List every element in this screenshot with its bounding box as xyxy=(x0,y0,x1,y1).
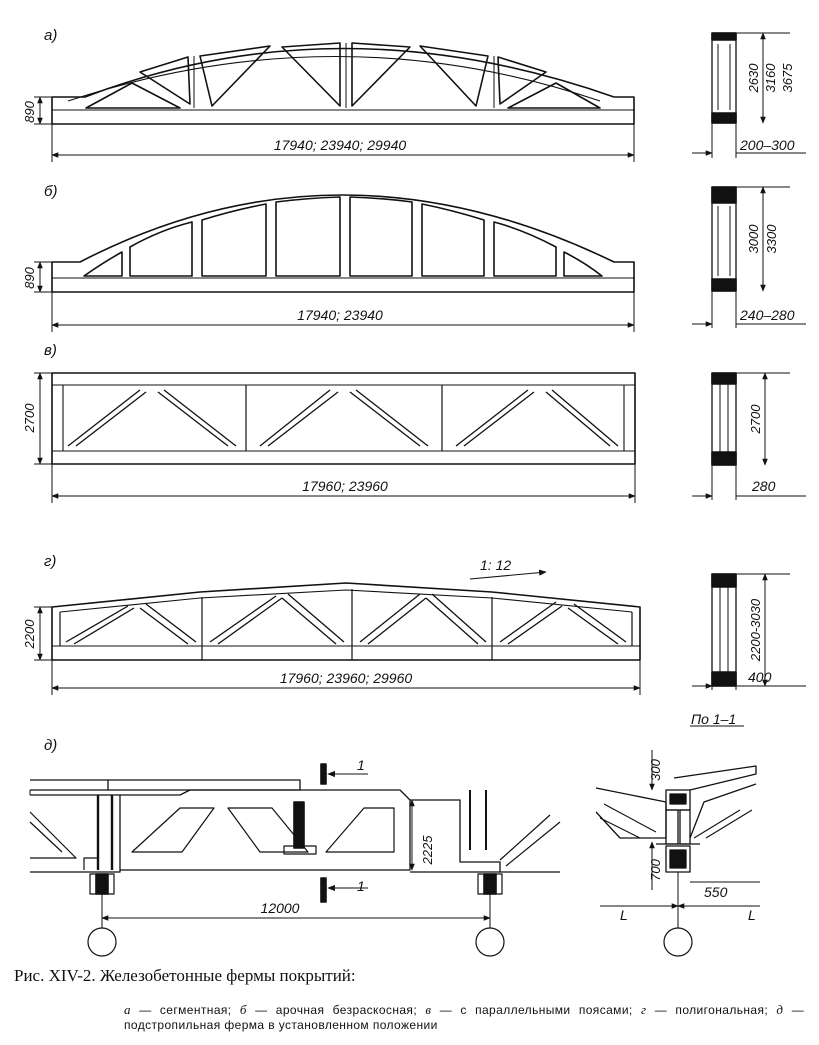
figure-caption-legend: а — сегментная; б — арочная безраскосная… xyxy=(124,1002,804,1033)
legend-letter-d: д xyxy=(776,1002,784,1017)
truss-g-polygonal xyxy=(51,569,737,687)
section-g-width: 400 xyxy=(748,669,772,685)
legend-letter-a: а xyxy=(124,1002,131,1017)
dims-a xyxy=(34,32,806,162)
height-b: 890 xyxy=(22,266,37,288)
section-b-width: 240–280 xyxy=(739,307,795,323)
truss-d-subrafter xyxy=(29,763,561,957)
dims-b xyxy=(34,186,806,332)
section-1-1 xyxy=(595,725,760,957)
section-b-dim-2: 3300 xyxy=(764,224,779,254)
dims-v xyxy=(34,372,806,503)
section-a-width: 200–300 xyxy=(739,137,795,153)
span-g: 17960; 23960; 29960 xyxy=(280,670,413,686)
height-v: 2700 xyxy=(22,403,37,434)
label-d: д) xyxy=(44,737,57,754)
section-v-dim: 2700 xyxy=(748,404,763,435)
height-g: 2200 xyxy=(22,619,37,650)
section-a-dim-3: 3675 xyxy=(780,63,795,93)
span-a: 17940; 23940; 29940 xyxy=(274,137,407,153)
section-a-dim-2: 3160 xyxy=(763,63,778,93)
legend-text-d: — подстропильная ферма в установленном п… xyxy=(124,1003,805,1032)
dim-700: 700 xyxy=(648,858,663,880)
section-title: По 1–1 xyxy=(691,711,736,727)
figure-caption-title: Рис. XIV-2. Железобетонные фермы покрыти… xyxy=(14,966,356,985)
truss-v-parallel xyxy=(51,372,737,466)
axis-left: L xyxy=(620,907,628,923)
label-v: в) xyxy=(44,342,57,359)
truss-b-arched xyxy=(51,186,737,293)
height-d: 2225 xyxy=(420,835,435,866)
label-a: а) xyxy=(44,27,57,44)
cut-mark-top: 1 xyxy=(357,757,365,773)
legend-letter-b: б xyxy=(239,1002,247,1017)
truss-a-outline xyxy=(51,47,635,125)
cut-mark-bottom: 1 xyxy=(357,878,365,894)
dim-300: 300 xyxy=(648,758,663,780)
span-d: 12000 xyxy=(261,900,300,916)
section-v-width: 280 xyxy=(751,478,776,494)
span-v: 17960; 23960 xyxy=(302,478,388,494)
label-b: б) xyxy=(44,183,57,200)
dims-d xyxy=(101,799,491,921)
legend-letter-g: г xyxy=(640,1002,647,1017)
slope-g: 1: 12 xyxy=(480,557,511,573)
legend-text-b: — арочная безраскосная; xyxy=(255,1003,418,1017)
truss-a-segmental xyxy=(51,32,737,125)
label-g: г) xyxy=(44,553,56,570)
section-b-dim-1: 3000 xyxy=(746,224,761,254)
span-b: 17940; 23940 xyxy=(297,307,383,323)
section-g-dim: 2200-3030 xyxy=(748,598,763,662)
dims-g xyxy=(34,573,806,695)
legend-text-v: — с параллельными поясами; xyxy=(439,1003,633,1017)
axis-right: L xyxy=(748,907,756,923)
truss-b-outline xyxy=(51,194,635,293)
height-a: 890 xyxy=(22,100,37,122)
legend-text-g: — полигональная; xyxy=(654,1003,769,1017)
dim-550: 550 xyxy=(704,884,728,900)
legend-letter-v: в xyxy=(425,1002,432,1017)
legend-text-a: — сегментная; xyxy=(139,1003,232,1017)
section-a-dim-1: 2630 xyxy=(746,63,761,94)
